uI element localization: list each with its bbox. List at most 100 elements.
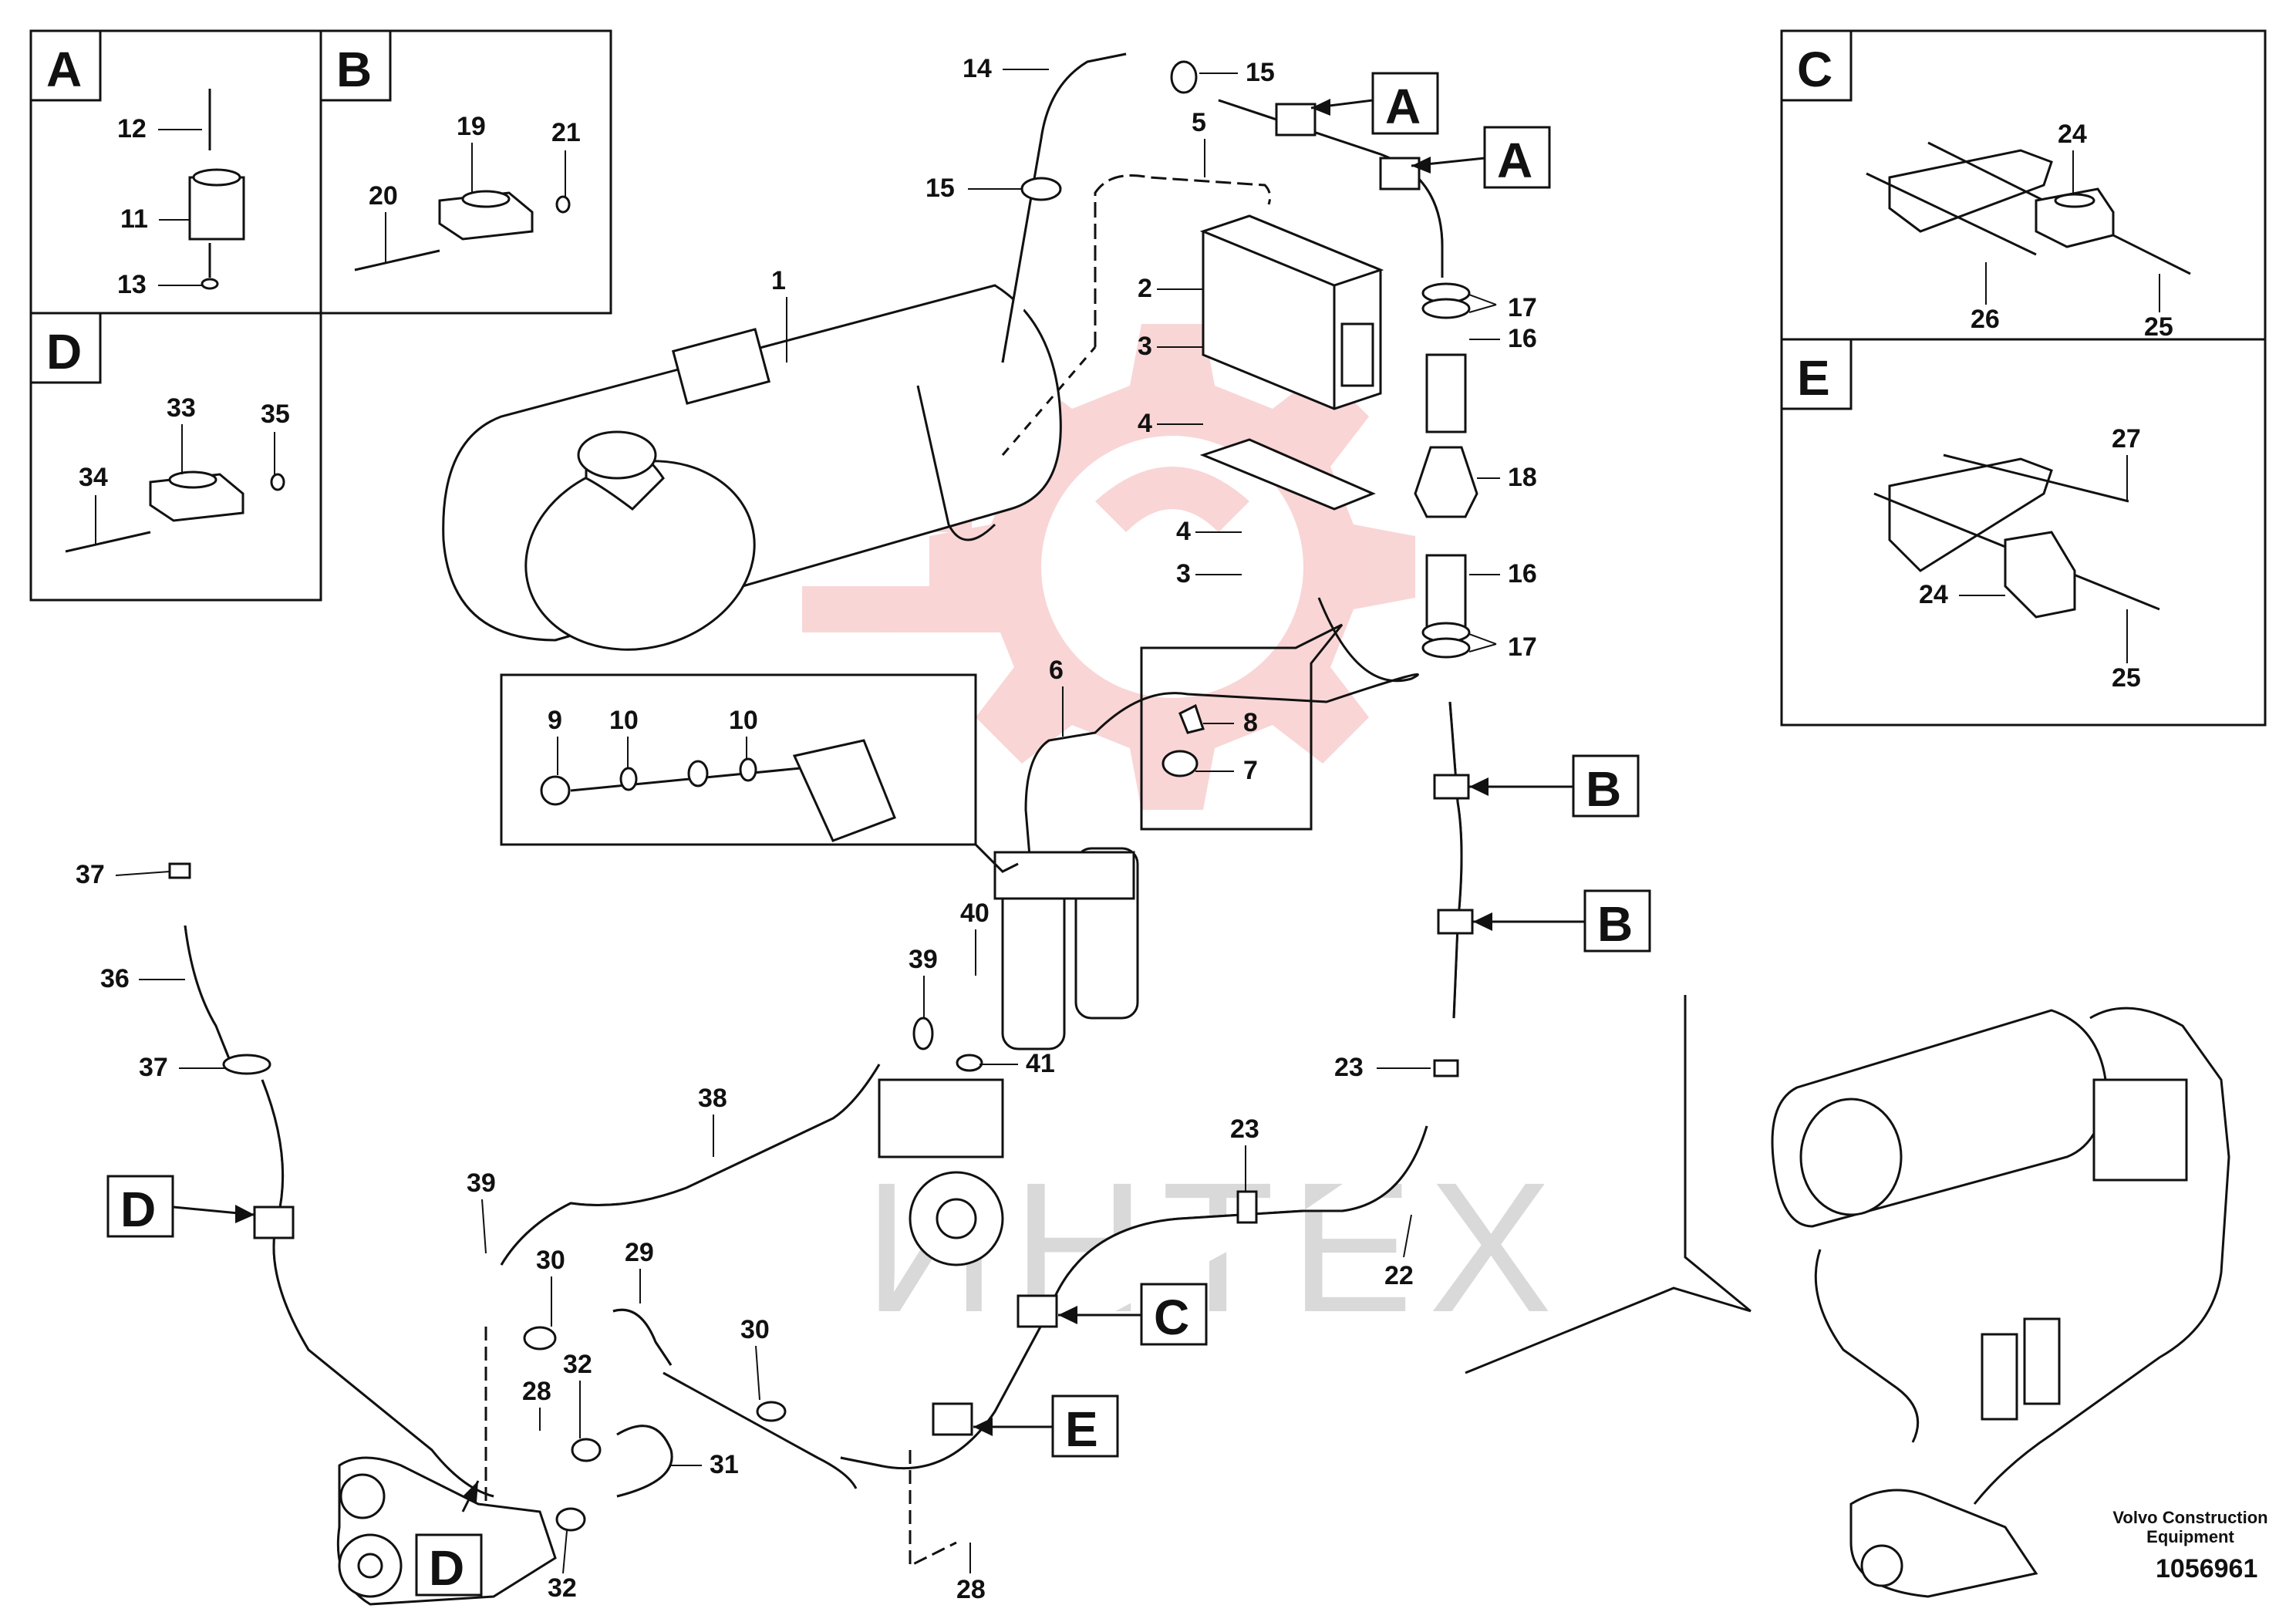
inset-bolt-detail (500, 673, 1019, 873)
svg-text:28: 28 (522, 1377, 551, 1406)
svg-text:D: D (429, 1540, 464, 1596)
controller-unit (1199, 214, 1384, 511)
clip-A-1 (1275, 103, 1317, 137)
wire-harness-5 (1094, 174, 1272, 347)
svg-text:17: 17 (1508, 632, 1537, 662)
detail-box-C: C 24 26 25 (1780, 29, 2267, 342)
svg-text:3: 3 (1138, 332, 1152, 361)
clamp-15-a (1020, 177, 1062, 201)
detail-box-B-letter: B (336, 42, 372, 97)
svg-text:E: E (1065, 1401, 1098, 1457)
svg-text:B: B (1597, 896, 1633, 952)
svg-text:18: 18 (1508, 463, 1537, 492)
svg-text:3: 3 (1176, 559, 1191, 588)
clip-B-2 (1437, 909, 1474, 935)
svg-text:16: 16 (1508, 324, 1537, 353)
detail-box-E: E 27 24 25 (1780, 338, 2267, 727)
fuel-pump (878, 1078, 1004, 1266)
svg-text:40: 40 (960, 899, 990, 928)
detail-box-D: D 33 35 34 (29, 312, 322, 602)
detail-box-D-letter: D (46, 324, 82, 379)
part-labels: 1 2 3 4 4 3 5 6 7 8 9 10 10 14 15 15 16 … (76, 54, 1537, 1604)
svg-text:8: 8 (1243, 708, 1258, 737)
svg-text:31: 31 (710, 1450, 739, 1479)
clip-23-b (1236, 1190, 1258, 1224)
clip-E (932, 1402, 973, 1436)
svg-text:36: 36 (100, 964, 130, 993)
label-25-C: 25 (2144, 312, 2173, 342)
svg-text:39: 39 (467, 1168, 496, 1198)
label-11: 11 (120, 204, 148, 234)
svg-text:22: 22 (1384, 1261, 1414, 1290)
svg-text:B: B (1586, 761, 1621, 817)
label-34: 34 (79, 463, 108, 492)
svg-text:4: 4 (1138, 409, 1152, 438)
callout-C: C (1058, 1283, 1208, 1346)
callout-D-2: D (415, 1480, 483, 1597)
fuel-filter (993, 847, 1139, 1050)
svg-text:15: 15 (925, 174, 955, 203)
label-26: 26 (1971, 305, 2000, 334)
clip-D-main (253, 1206, 295, 1239)
svg-text:10: 10 (609, 706, 639, 735)
overview-thumbnail (1771, 1007, 2230, 1598)
svg-text:16: 16 (1508, 559, 1537, 588)
svg-text:32: 32 (563, 1350, 592, 1379)
svg-text:41: 41 (1026, 1049, 1055, 1078)
svg-text:C: C (1154, 1290, 1189, 1345)
svg-text:30: 30 (740, 1315, 770, 1344)
valve-18 (1414, 446, 1478, 518)
label-12: 12 (117, 114, 147, 143)
label-24-C: 24 (2058, 120, 2087, 149)
label-13: 13 (117, 270, 147, 299)
callout-A-2: A (1411, 126, 1551, 189)
label-19: 19 (457, 112, 486, 141)
svg-text:9: 9 (548, 706, 562, 735)
svg-text:39: 39 (909, 945, 938, 974)
detail-box-E-letter: E (1797, 350, 1830, 406)
callout-B-1: B (1469, 754, 1640, 818)
svg-text:30: 30 (536, 1246, 565, 1275)
callout-A-1: A (1310, 72, 1439, 135)
label-27: 27 (2112, 424, 2141, 454)
svg-text:2: 2 (1138, 274, 1152, 303)
clip-A-2 (1379, 157, 1421, 191)
svg-text:D: D (120, 1182, 156, 1237)
svg-text:A: A (1385, 79, 1421, 134)
label-35: 35 (261, 400, 290, 429)
svg-text:28: 28 (956, 1575, 986, 1604)
svg-text:14: 14 (963, 54, 992, 83)
label-21: 21 (551, 118, 581, 147)
hose-16-lower (1425, 554, 1467, 634)
svg-text:7: 7 (1243, 756, 1258, 785)
svg-text:10: 10 (729, 706, 758, 735)
label-20: 20 (369, 181, 398, 211)
svg-text:23: 23 (1334, 1053, 1364, 1082)
svg-text:15: 15 (1246, 58, 1275, 87)
detail-box-A: A 12 11 13 (29, 29, 322, 315)
muffler-tank (442, 284, 1062, 651)
detail-box-B: B 19 21 20 (319, 29, 612, 315)
inset-sensor-detail (1140, 623, 1344, 831)
svg-text:6: 6 (1049, 656, 1064, 685)
clamp-15-b (1170, 60, 1198, 94)
svg-text:38: 38 (698, 1084, 727, 1113)
svg-text:32: 32 (548, 1573, 577, 1603)
callout-D-1: D (106, 1175, 255, 1238)
svg-text:37: 37 (139, 1053, 168, 1082)
hose-16-upper (1425, 353, 1467, 433)
label-24-E: 24 (1919, 580, 1948, 609)
callout-E: E (973, 1394, 1119, 1458)
svg-text:4: 4 (1176, 517, 1191, 546)
svg-text:29: 29 (625, 1238, 654, 1267)
callout-B-2: B (1473, 889, 1651, 953)
svg-text:1: 1 (771, 266, 786, 295)
label-33: 33 (167, 393, 196, 423)
engine-block (336, 1456, 557, 1606)
clip-B-1 (1433, 774, 1470, 800)
svg-text:A: A (1497, 133, 1532, 188)
svg-text:17: 17 (1508, 293, 1537, 322)
clip-C (1017, 1294, 1058, 1328)
